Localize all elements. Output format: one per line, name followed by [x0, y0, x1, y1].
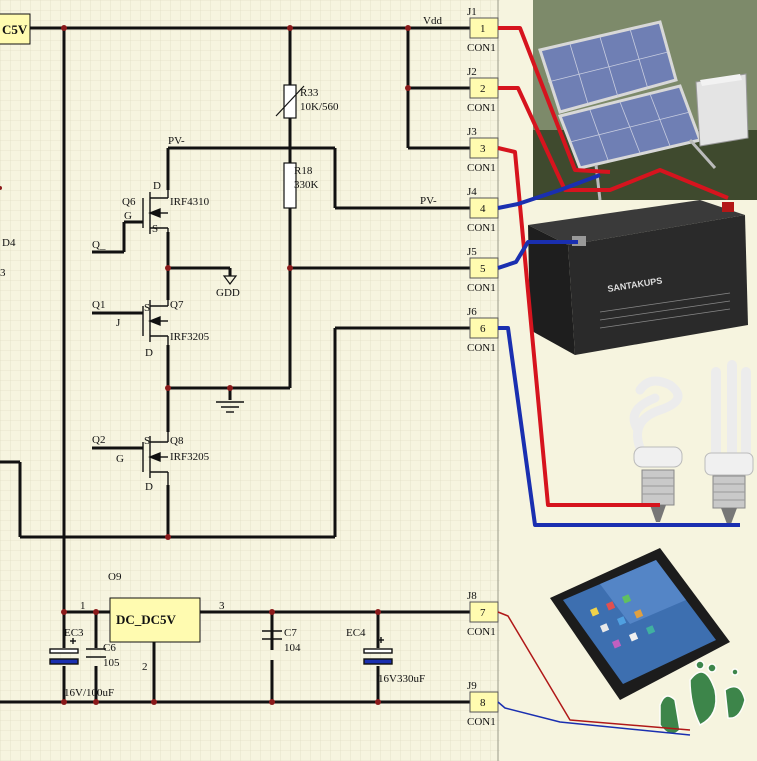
q8-g: G — [116, 453, 124, 465]
mosfet-q6 — [142, 190, 169, 234]
connector-type: CON1 — [467, 626, 496, 638]
q7-g: J — [116, 317, 121, 329]
gdd-label: GDD — [216, 287, 240, 299]
connector-type: CON1 — [467, 102, 496, 114]
dcdc-pin3: 3 — [219, 600, 225, 612]
junction-dots — [61, 25, 411, 705]
dcdc-module: DC_DC5V O9 1 3 2 — [80, 571, 225, 673]
dcdc-pin2: 2 — [142, 661, 148, 673]
pv-minus-top-label: PV- — [168, 135, 185, 147]
q6-d: D — [153, 180, 161, 192]
vdd-label: Vdd — [423, 15, 442, 27]
r33-ref: R33 — [300, 87, 319, 99]
c6-ref: C6 — [103, 642, 116, 654]
ec4-value: 16V330uF — [378, 673, 425, 685]
q8-d: D — [145, 481, 153, 493]
connector-pin: 3 — [480, 143, 486, 155]
mosfet-q8 — [142, 432, 169, 485]
connector-type: CON1 — [467, 222, 496, 234]
wires — [0, 26, 470, 704]
resistor-r33: R33 10K/560 — [275, 84, 339, 119]
connector-ref: J2 — [467, 66, 477, 78]
r18-ref: R18 — [294, 165, 313, 177]
q7-d: D — [145, 347, 153, 359]
tablet-photo — [550, 548, 730, 700]
external-wires — [497, 26, 740, 736]
q6-part: IRF4310 — [170, 196, 210, 208]
watermark-logo — [659, 660, 746, 735]
cfl-bulbs-photo — [629, 360, 754, 524]
connector-type: CON1 — [467, 162, 496, 174]
connector-ref: J4 — [467, 186, 477, 198]
net-q1: Q1 — [92, 299, 105, 311]
connector-pin: 6 — [480, 323, 486, 335]
q8-s: S — [144, 435, 150, 447]
c7-value: 104 — [284, 642, 301, 654]
connector-pin: 7 — [480, 607, 486, 619]
grid-background — [0, 0, 500, 761]
q8-ref: Q8 — [170, 435, 184, 447]
connector-ref: J1 — [467, 6, 477, 18]
mosfet-q7 — [142, 300, 169, 345]
dcdc-pin1: 1 — [80, 600, 86, 612]
connector-ref: J3 — [467, 126, 477, 138]
q8-part: IRF3205 — [170, 451, 210, 463]
capacitor-c6 — [86, 648, 106, 658]
q6-g: G — [124, 210, 132, 222]
connector-group: J11CON1J22CON1J33CON1J44CON1J55CON1J66CO… — [467, 6, 499, 728]
connector-ref: J8 — [467, 590, 477, 602]
connector-pin: 4 — [480, 203, 486, 215]
q6-ref: Q6 — [122, 196, 136, 208]
power-block-label: C5V — [2, 22, 28, 37]
q6-s: S — [152, 223, 158, 235]
connector-pin: 5 — [480, 263, 486, 275]
power-block: C5V — [0, 13, 31, 45]
connector-type: CON1 — [467, 42, 496, 54]
dcdc-name: DC_DC5V — [116, 612, 177, 627]
diode-d4: D4 3 — [0, 186, 16, 279]
ec4-ref: EC4 — [346, 627, 366, 639]
battery-photo: SANTAKUPS — [520, 200, 757, 360]
r33-value: 10K/560 — [300, 101, 339, 113]
capacitor-ec4 — [363, 637, 393, 665]
solar-panel-photo — [533, 0, 757, 201]
pv-minus-right-label: PV- — [420, 195, 437, 207]
connector-type: CON1 — [467, 342, 496, 354]
ec3-value: 16V/100uF — [64, 687, 114, 699]
connector-ref: J9 — [467, 680, 477, 692]
d4-sub: 3 — [0, 267, 6, 279]
gdd-symbol: GDD — [216, 275, 240, 299]
ground-symbol — [216, 401, 244, 413]
connector-type: CON1 — [467, 716, 496, 728]
connector-pin: 8 — [480, 697, 486, 709]
net-q2: Q2 — [92, 434, 105, 446]
connector-ref: J6 — [467, 306, 477, 318]
q7-ref: Q7 — [170, 299, 184, 311]
o9-ref: O9 — [108, 571, 122, 583]
capacitor-ec3 — [49, 638, 79, 665]
d4-label: D4 — [2, 237, 16, 249]
resistor-r18: R18 330K — [283, 162, 319, 209]
ec3-ref: EC3 — [64, 627, 84, 639]
r18-value: 330K — [294, 179, 319, 191]
connector-pin: 2 — [480, 83, 486, 95]
connector-type: CON1 — [467, 282, 496, 294]
c6-value: 105 — [103, 657, 120, 669]
q7-s: S — [144, 302, 150, 314]
connector-pin: 1 — [480, 23, 486, 35]
capacitor-c7 — [262, 630, 282, 640]
q7-part: IRF3205 — [170, 331, 210, 343]
c7-ref: C7 — [284, 627, 297, 639]
net-q-top: Q_ — [92, 239, 106, 251]
connector-ref: J5 — [467, 246, 477, 258]
